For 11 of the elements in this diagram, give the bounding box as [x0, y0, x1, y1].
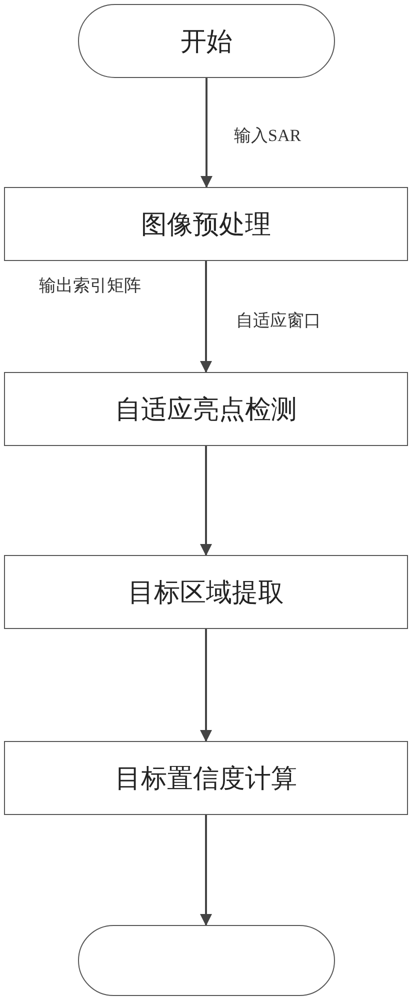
terminator-shape: 开始: [78, 4, 335, 78]
process-box: 自适应亮点检测: [4, 372, 408, 446]
process-box: 图像预处理: [4, 187, 408, 261]
process-box: 目标区域提取: [4, 555, 408, 629]
arrow: [200, 446, 212, 556]
arrow: [200, 815, 212, 926]
arrow: [200, 629, 212, 742]
edge-label: 输入SAR: [232, 124, 304, 147]
process-box: 目标置信度计算: [4, 741, 408, 815]
arrow: [200, 78, 212, 188]
arrow: [200, 261, 212, 373]
